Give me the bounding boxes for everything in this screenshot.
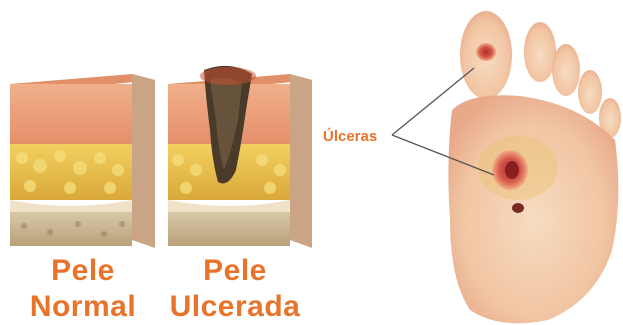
- caption-normal-line1: Pele: [8, 256, 158, 286]
- caption-normal-line2: Normal: [8, 292, 158, 322]
- toe-4: [578, 70, 602, 114]
- ulcer-skin-side-face: [290, 74, 312, 248]
- caption-ulcer-skin: Pele Ulcerada: [160, 256, 310, 322]
- toe-3: [552, 44, 580, 96]
- foot-sole: [448, 95, 618, 323]
- caption-normal-skin: Pele Normal: [8, 256, 158, 322]
- ulcer-rim: [200, 67, 256, 85]
- ulcers-label: Úlceras: [323, 128, 377, 145]
- small-ulcer: [512, 203, 524, 213]
- caption-ulcer-line1: Pele: [160, 256, 310, 286]
- normal-epidermis-layer: [10, 84, 132, 144]
- ulcer-base-layer: [168, 212, 290, 246]
- caption-ulcer-line2: Ulcerada: [160, 292, 310, 322]
- sole-ulcer-center: [505, 161, 519, 179]
- ulcer-skin-block: [168, 66, 312, 248]
- normal-skin-block: [10, 74, 155, 248]
- toe-2: [524, 22, 556, 82]
- foot-illustration: [392, 11, 621, 323]
- normal-skin-side-face: [132, 74, 155, 248]
- normal-base-layer: [10, 212, 132, 246]
- toe-ulcer: [476, 43, 496, 61]
